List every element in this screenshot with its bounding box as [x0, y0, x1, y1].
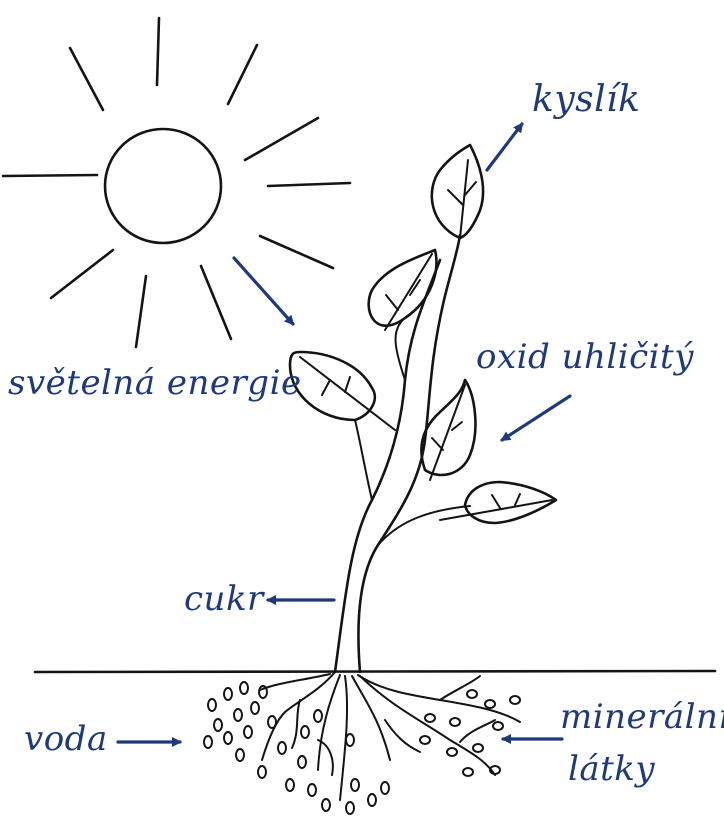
- leaf-left: [290, 352, 395, 430]
- water-drops: [204, 682, 389, 814]
- sun-rays: [3, 18, 350, 347]
- arrow-oxygen: [487, 124, 522, 170]
- label-oxygen: kyslík: [532, 82, 640, 118]
- label-minerals-line1: minerální: [560, 700, 724, 734]
- label-sugar: cukr: [184, 582, 264, 616]
- leaf-top: [432, 145, 483, 238]
- label-minerals-line2: látky: [568, 752, 655, 786]
- leaf-upper-left: [369, 250, 437, 330]
- label-light-energy: světelná energie: [8, 366, 302, 400]
- arrow-light: [234, 258, 293, 324]
- label-carbon-dioxide: oxid uhličitý: [476, 340, 694, 374]
- roots: [260, 672, 520, 800]
- sun-icon: [3, 18, 350, 347]
- leaf-right-lower: [440, 482, 556, 523]
- arrow-co2: [502, 396, 570, 440]
- ground-line: [35, 671, 715, 672]
- label-water: voda: [24, 722, 108, 756]
